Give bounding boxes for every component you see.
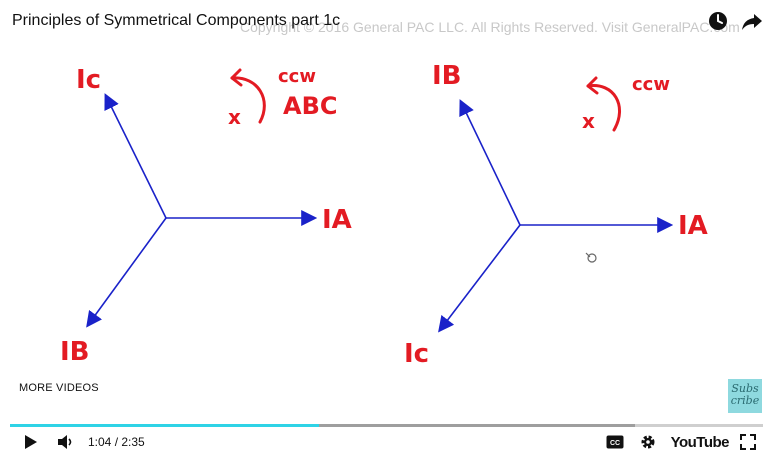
fullscreen-icon[interactable] — [739, 433, 757, 451]
youtube-logo[interactable]: YouTube — [670, 433, 730, 451]
subscribe-line-1: Subs — [731, 382, 759, 395]
share-arrow-icon[interactable] — [741, 10, 763, 32]
right-ccw-label: ccw — [632, 74, 670, 95]
play-icon[interactable] — [22, 433, 40, 451]
left-phasor-diagram: IA Ic IB ccw ABC x — [60, 65, 352, 367]
right-vector-ib — [459, 99, 521, 226]
right-label-ic: Ic — [404, 339, 429, 369]
right-x-label: x — [582, 109, 595, 133]
subscribe-line-2: cribe — [730, 394, 760, 407]
left-rotation-arrowhead — [230, 68, 243, 87]
progress-bar[interactable] — [10, 424, 763, 427]
left-ccw-label: ccw — [278, 66, 316, 87]
hand-cursor-icon — [585, 252, 597, 263]
copyright-watermark: Copyright © 2016 General PAC LLC. All Ri… — [240, 19, 740, 35]
player-controls: 1:04 / 2:35 CC YouTube — [0, 428, 773, 456]
volume-icon[interactable] — [56, 433, 76, 451]
right-rotation-arrowhead — [586, 76, 599, 95]
subscribe-button[interactable]: Subs cribe — [728, 379, 762, 413]
clock-icon[interactable] — [707, 10, 729, 32]
right-vector-ic — [438, 224, 521, 333]
left-label-ic: Ic — [76, 65, 101, 95]
cc-icon[interactable]: CC — [605, 433, 625, 451]
right-label-ib: IB — [432, 61, 462, 91]
left-rotation-arrow — [230, 76, 266, 124]
left-x-label: x — [228, 105, 241, 129]
video-title[interactable]: Principles of Symmetrical Components par… — [12, 12, 341, 29]
right-label-ia: IA — [678, 211, 708, 241]
left-vector-ib — [86, 217, 167, 328]
left-label-ib: IB — [60, 337, 90, 367]
more-videos-button[interactable]: MORE VIDEOS — [19, 382, 99, 394]
right-phasor-diagram: IA IB Ic ccw x — [404, 61, 708, 369]
whiteboard-canvas: IA Ic IB ccw ABC x IA IB Ic ccw x — [0, 40, 773, 420]
svg-text:CC: CC — [610, 440, 620, 447]
left-abc-label: ABC — [283, 92, 337, 120]
progress-played — [10, 424, 319, 427]
gear-icon[interactable] — [639, 433, 657, 451]
left-label-ia: IA — [322, 205, 352, 235]
time-display: 1:04 / 2:35 — [88, 435, 145, 449]
left-vector-ic — [104, 93, 167, 219]
right-rotation-arrow — [586, 84, 621, 132]
phasor-diagrams: IA Ic IB ccw ABC x IA IB Ic ccw x — [60, 61, 708, 369]
progress-buffered — [10, 424, 635, 427]
